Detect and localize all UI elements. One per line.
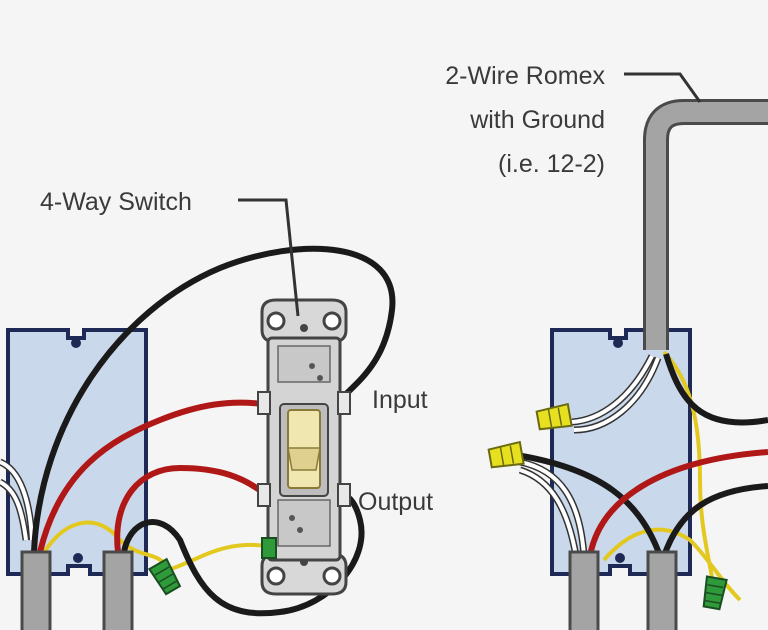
left-box-wires [0,245,396,617]
right-red-wire [587,449,768,557]
ground-screw [261,537,277,559]
red-wire-input [37,399,263,553]
callout-line-switch [238,198,300,317]
label-romex-line2: with Ground [469,106,605,134]
romex-black-wire [663,353,768,426]
terminal-top-left [257,391,271,415]
terminal-bottom-right [337,483,351,507]
right-electrical-box [550,328,692,576]
right-cable-2 [646,550,678,630]
left-box-screw-bottom [73,553,83,563]
yellow-wire-nut-upper [535,402,573,431]
right-box-screw-bottom [615,553,625,563]
left-cables [20,550,134,630]
left-electrical-box [6,328,148,576]
terminal-top-right [337,391,351,415]
romex-cable [643,99,768,350]
green-wire-nut [147,557,182,596]
label-romex-line1: 2-Wire Romex [445,62,605,90]
callout-line-romex [624,72,702,103]
right-box-outline [550,328,692,576]
right-cables [568,550,678,630]
right-cable-1 [568,550,600,630]
green-wire-nut-right [702,575,728,611]
left-box-outline [6,328,148,576]
left-cable-2 [102,550,134,630]
label-romex-line3: (i.e. 12-2) [498,150,605,178]
yellow-wire-nut-lower [487,440,525,469]
four-way-switch [257,298,351,596]
label-four-way-switch: 4-Way Switch [40,188,192,216]
terminal-bottom-left [257,483,271,507]
red-wire-output [114,464,264,553]
black-wire-output [121,493,365,617]
left-cable-1 [20,550,52,630]
black-traveler-loop [31,245,396,553]
left-box-screw-top [71,338,81,348]
right-box-wires [518,350,768,602]
right-box-screw-top [613,338,623,348]
right-black-wire [661,483,768,557]
label-input: Input [372,386,428,414]
label-output: Output [358,488,433,516]
